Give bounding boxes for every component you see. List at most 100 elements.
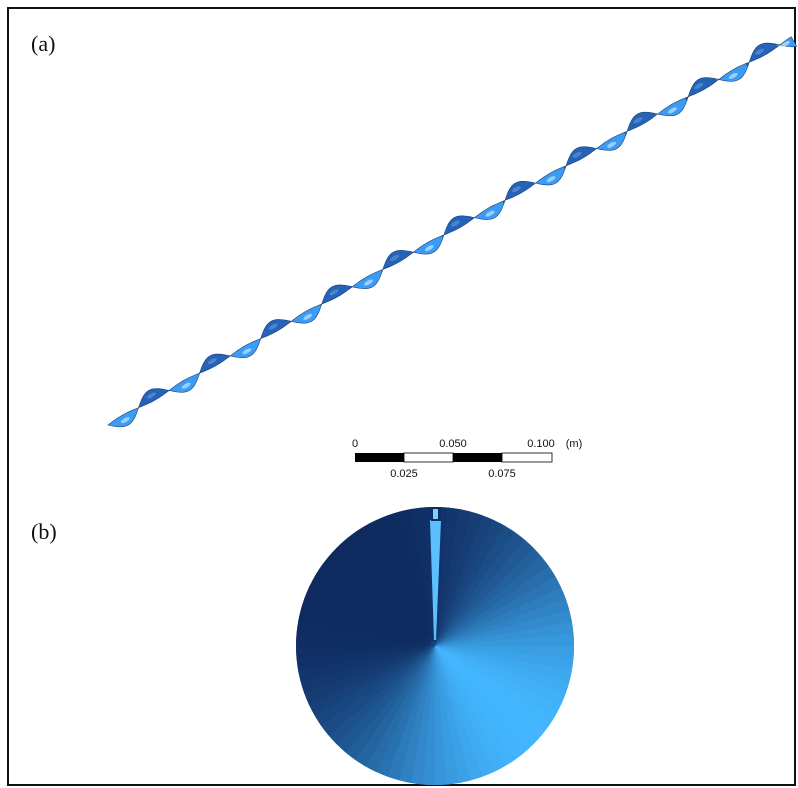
disk-wedge [435,646,463,785]
disk-wedge [353,646,435,785]
disk-wedge [303,541,435,646]
disk-wedge [435,543,567,646]
disk-wedge [435,646,515,785]
disk-wedge [435,646,549,770]
ribbon-segment [745,42,778,68]
disk-wedge [435,646,574,740]
ribbon-highlight [511,186,521,193]
scale-bar: 0 0.050 0.100 (m) 0.025 0.075 [352,438,582,480]
ribbon-segment [502,180,535,204]
ribbon-highlight [181,382,191,389]
scale-label-0-050: 0.050 [439,438,467,450]
disk-wedge [435,554,574,646]
ribbon-highlight [546,176,556,183]
ribbon-segment [228,338,261,359]
ribbon-highlight [242,348,252,355]
ribbon-segment [684,77,717,102]
disk-wedge [435,532,559,646]
ribbon-highlight [147,392,156,399]
disk-wedge [320,646,435,769]
disk-wedge [435,646,574,728]
ribbon-highlight [755,48,765,55]
scale-label-0-075: 0.075 [488,468,516,480]
ribbon-segment [441,215,474,238]
scale-label-0-025: 0.025 [390,468,418,480]
disk-shading-wedges [296,507,574,785]
disk-wedge [296,564,435,646]
ribbon-highlight [607,141,617,148]
disk-wedge [332,514,435,646]
disk-wedge [355,507,435,646]
panel-label-a: (a) [31,31,56,56]
disk-wedge [303,646,435,749]
disk-wedge [296,646,435,714]
disk-wedge [435,646,558,761]
disk-wedge [435,646,538,778]
ribbon-highlight [390,254,400,261]
disk-wedge [330,646,435,778]
disk-wedge [296,646,435,701]
ribbon-segment [107,407,139,428]
disk-wedge [296,644,435,660]
ribbon-highlight [207,358,217,365]
ribbon-highlight [451,220,460,227]
ribbon-highlight [329,289,339,296]
ribbon-segment [168,372,200,393]
disk-wedge [407,507,435,646]
ribbon-highlight [268,323,278,330]
ribbon-highlight [303,313,313,320]
ribbon-highlight [485,210,495,217]
ribbon-segment [289,304,322,324]
ribbon-segment [381,250,413,273]
disk-wedge [296,576,435,646]
ribbon-highlight [633,117,643,124]
disk-wedge [435,646,567,751]
disk-wedge [435,591,574,646]
disk-wedge [435,566,574,646]
ribbon-highlight [572,151,582,158]
scale-unit: (m) [566,438,583,450]
disk-wedge [296,552,435,646]
ribbon-highlight [120,417,130,424]
ribbon-segment [410,235,444,255]
disk-wedge [435,646,527,785]
scale-label-0-100: 0.100 [527,438,555,450]
disk-wedge [321,522,435,646]
scale-label-0: 0 [352,438,358,450]
disk-wedge [380,507,435,646]
ribbon-segment [198,353,231,375]
scale-segment-2 [403,452,454,463]
disk-wedge [435,646,574,716]
panel-label-b: (b) [31,519,57,544]
tape-slit [430,520,441,640]
disk-wedge [435,618,574,646]
ribbon-segment [471,200,505,220]
disk-wedge [435,514,540,646]
disk-wedge [365,646,435,785]
disk-wedge [435,523,550,646]
disk-wedge [435,507,505,646]
tape-top-highlight [433,509,438,519]
disk-wedge [435,604,574,646]
ribbon-highlight [780,40,790,48]
disk-wedge [296,646,435,726]
ribbon-highlight [667,107,677,114]
ribbon-highlight [728,72,738,79]
disk-wedge [435,646,503,785]
ribbon-highlight [694,82,704,90]
twisted-tape-ribbon [107,36,798,428]
disk-wedge [312,531,435,646]
cross-section-disk [296,507,574,785]
ribbon-segment [137,388,170,409]
disk-wedge [311,646,435,760]
ribbon-segment [563,146,595,170]
disk-wedge [367,507,435,646]
scale-segment-4 [501,452,553,463]
ribbon-segment [624,111,656,136]
disk-wedge [393,507,435,646]
ribbon-highlight [364,279,373,286]
disk-wedge [435,646,490,785]
scale-segment-1 [355,453,404,462]
disk-wedge [343,507,435,646]
